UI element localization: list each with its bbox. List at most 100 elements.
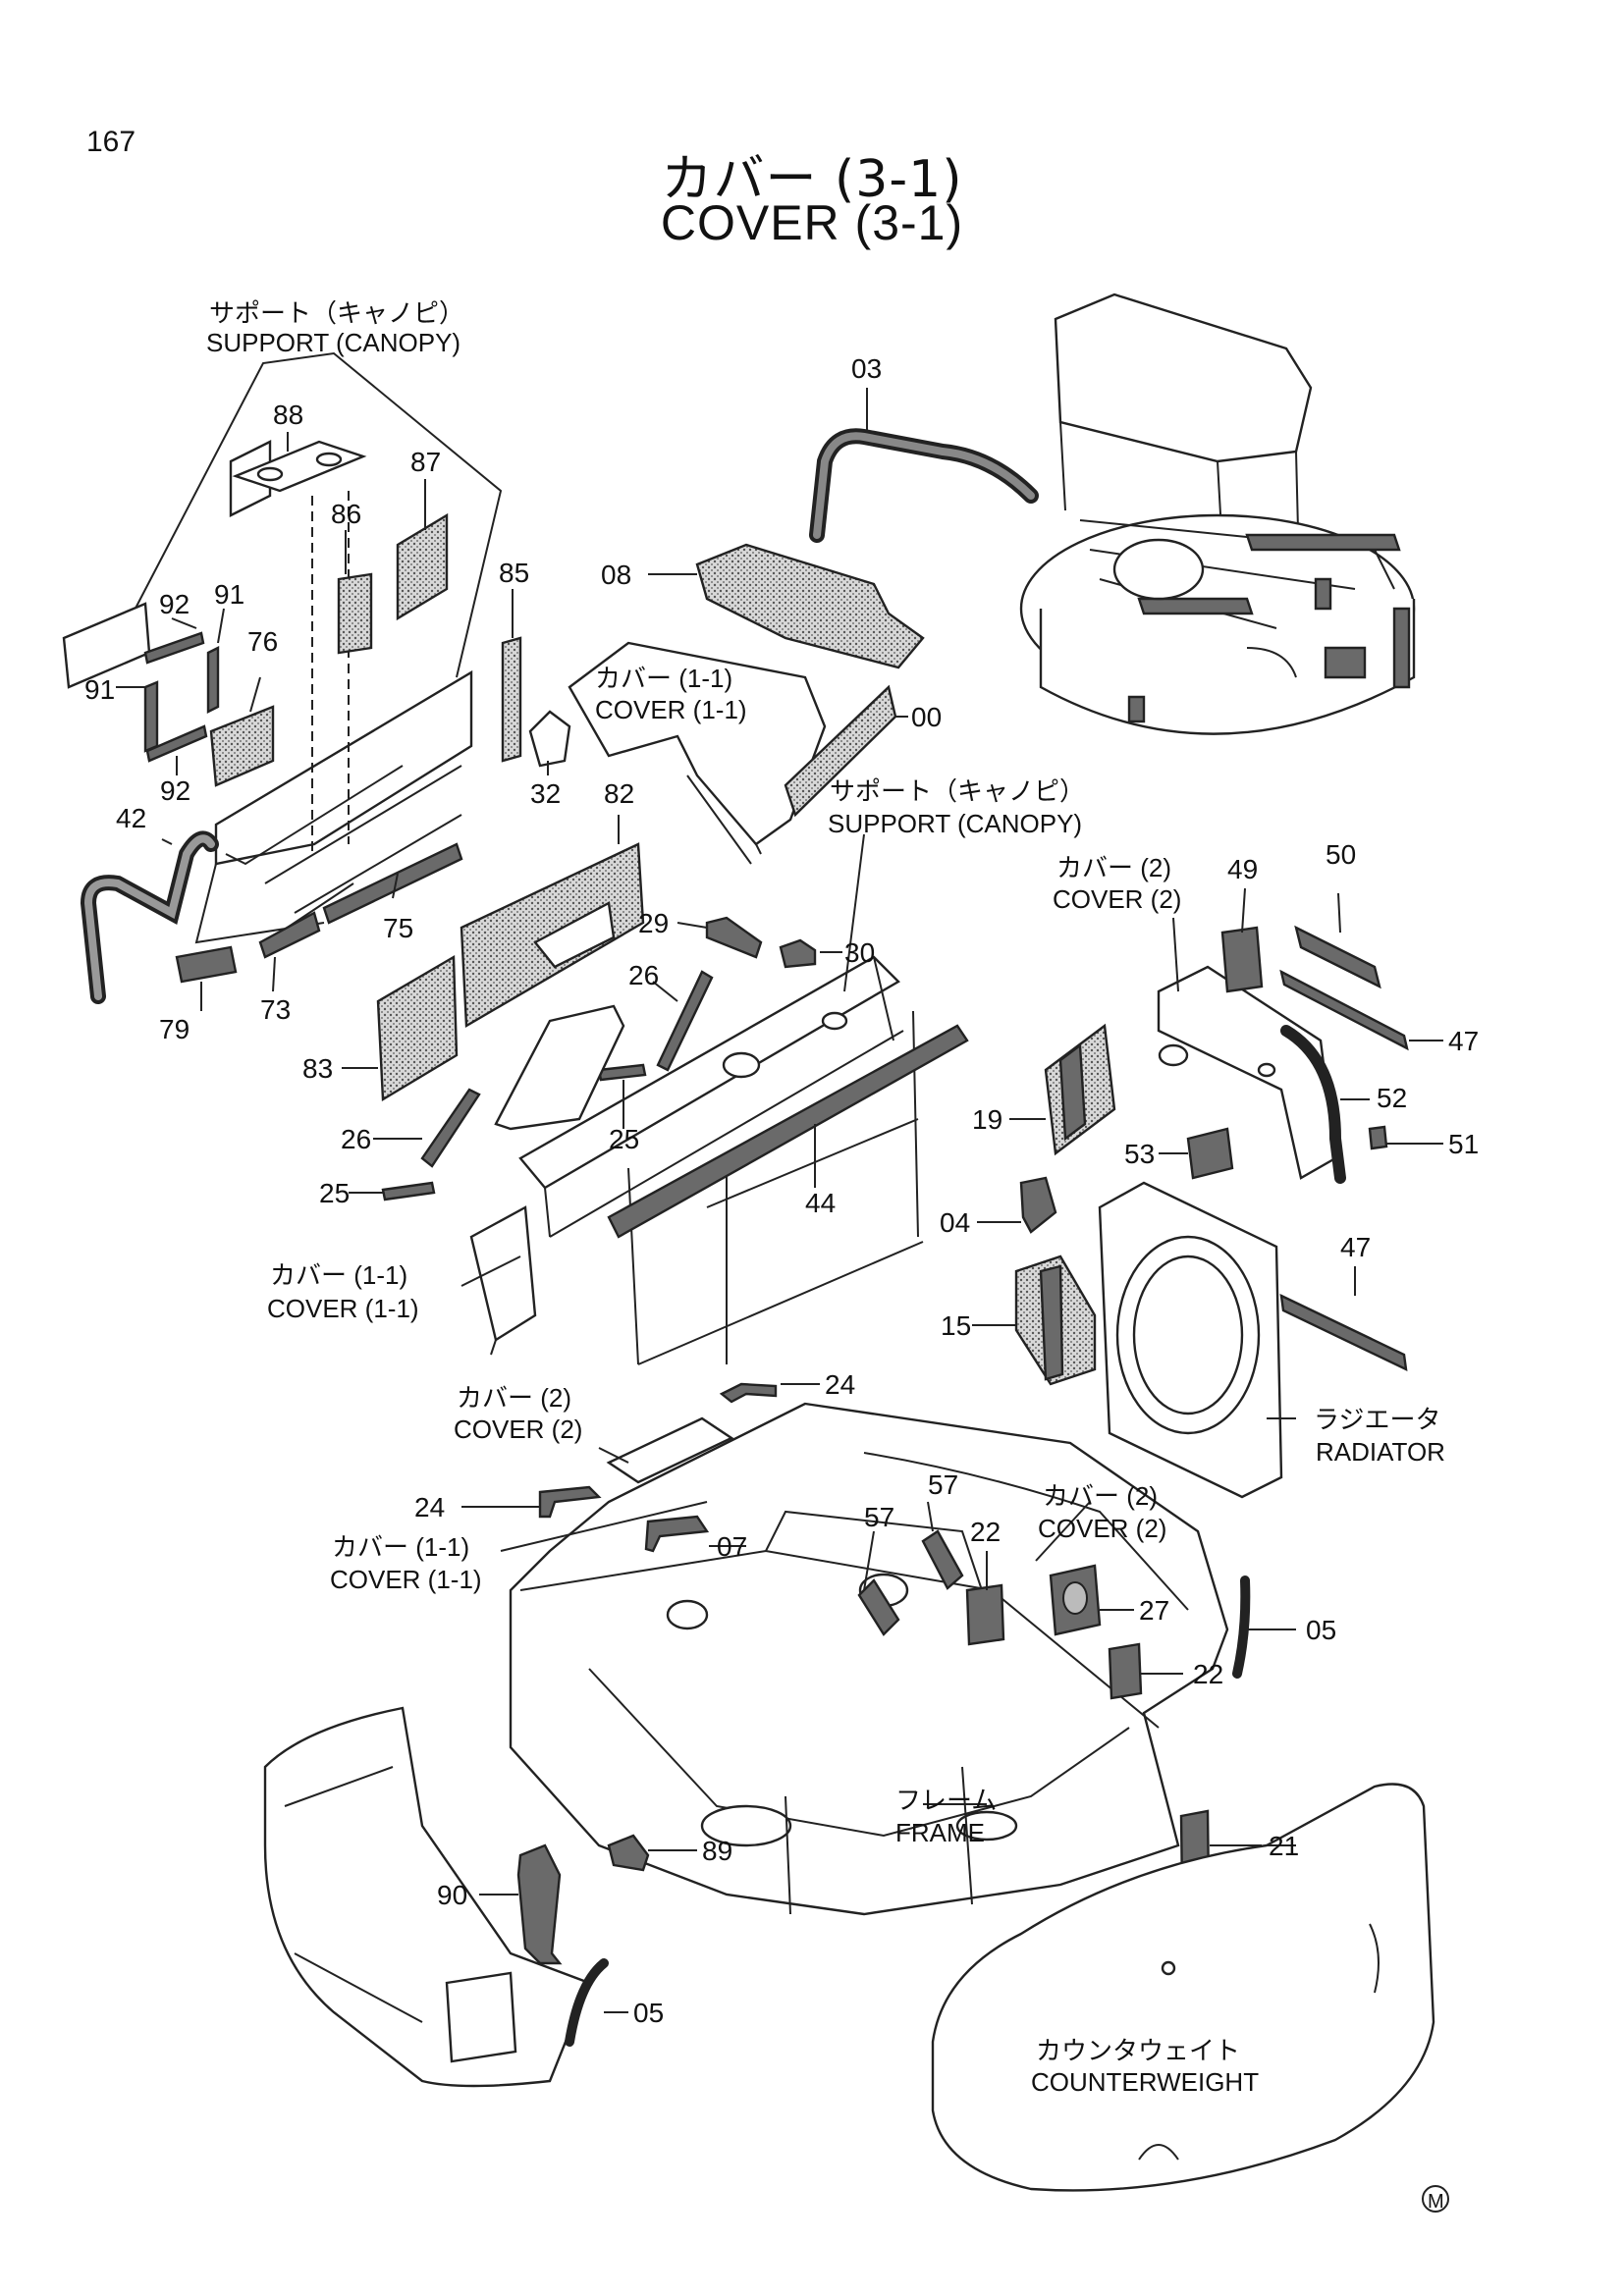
part-number-75: 75: [383, 913, 413, 943]
part-91-92-seal-frame: [62, 602, 220, 763]
part-number-25-b: 25: [319, 1178, 350, 1208]
callout-radiator-en: RADIATOR: [1316, 1437, 1445, 1467]
part-19-block: [1044, 1023, 1116, 1156]
part-51-block: [1368, 1125, 1388, 1150]
part-number-24-b: 24: [414, 1492, 445, 1522]
part-number-47-b: 47: [1340, 1232, 1371, 1262]
part-number-26-b: 26: [341, 1124, 371, 1154]
part-25-strip-upper: [597, 1063, 647, 1082]
part-number-05-a: 05: [1306, 1615, 1336, 1645]
part-47-strip-lower: [1279, 1293, 1408, 1372]
callout-support-canopy-a-jp: サポート（キャノピ）: [209, 298, 464, 328]
callout-frame-jp: フレーム: [895, 1786, 997, 1815]
part-number-92-b: 92: [160, 775, 190, 806]
page-number: 167: [86, 126, 136, 158]
callout-cover-2-a-en: COVER (2): [1053, 884, 1181, 914]
part-number-21: 21: [1269, 1831, 1299, 1861]
part-27-block: [1049, 1564, 1102, 1636]
part-08-mat: [695, 543, 925, 669]
callout-cover-2-b-en: COVER (2): [454, 1415, 582, 1444]
part-number-76: 76: [247, 626, 278, 657]
part-number-50: 50: [1326, 839, 1356, 870]
part-85-bar: [501, 636, 522, 763]
part-82-panel: [460, 842, 645, 1029]
part-42-hose-core: [83, 834, 215, 1000]
part-29-block: [705, 916, 763, 959]
callout-cover-2-b-jp: カバー (2): [457, 1383, 571, 1413]
part-number-25-a: 25: [609, 1124, 639, 1154]
part-number-30: 30: [844, 937, 875, 968]
part-number-42: 42: [116, 803, 146, 833]
part-30-block: [779, 938, 817, 969]
callout-cover-2-c-jp: カバー (2): [1043, 1481, 1158, 1511]
callout-cover-1-1-c-jp: カバー (1-1): [332, 1532, 469, 1562]
callout-counterweight-en: COUNTERWEIGHT: [1031, 2067, 1259, 2097]
part-24-clip-lower: [538, 1485, 602, 1519]
part-79-block: [175, 945, 238, 984]
part-number-15: 15: [941, 1310, 971, 1341]
part-number-07: 07: [717, 1531, 747, 1562]
part-number-88: 88: [273, 400, 303, 430]
part-52-seal: [1280, 1025, 1346, 1184]
callout-frame-en: FRAME: [895, 1818, 985, 1847]
part-22-block-b: [1108, 1642, 1143, 1700]
part-49-block: [1220, 926, 1264, 993]
part-22-block-a: [965, 1583, 1005, 1646]
support-canopy-left-group: [127, 351, 503, 944]
part-15-block: [1014, 1255, 1097, 1386]
callout-support-canopy-b-en: SUPPORT (CANOPY): [828, 809, 1082, 838]
part-number-27: 27: [1139, 1595, 1169, 1626]
part-47-strip-upper: [1279, 969, 1409, 1051]
callout-counterweight-jp: カウンタウェイト: [1036, 2036, 1240, 2065]
mark-letter: M: [1428, 2191, 1444, 2213]
part-number-83: 83: [302, 1053, 333, 1084]
part-07-clip: [644, 1515, 710, 1553]
cover-1-1-panel-upper: [568, 641, 827, 865]
part-26-strip-lower: [420, 1088, 481, 1168]
part-number-03: 03: [851, 353, 882, 384]
part-number-53: 53: [1124, 1139, 1155, 1169]
callout-cover-1-1-a-jp: カバー (1-1): [595, 664, 732, 693]
callout-cover-1-1-a-en: COVER (1-1): [595, 695, 747, 724]
part-24-clip-upper: [719, 1382, 778, 1404]
part-number-44: 44: [805, 1188, 836, 1218]
part-number-05-b: 05: [633, 1998, 664, 2028]
part-number-91-a: 91: [214, 579, 244, 610]
part-number-85: 85: [499, 558, 529, 588]
cover-2-plate-center: [606, 1416, 734, 1484]
part-number-91-b: 91: [84, 674, 115, 705]
part-73-block: [258, 911, 321, 959]
part-number-24-a: 24: [825, 1369, 855, 1400]
part-number-49: 49: [1227, 854, 1258, 884]
part-32-cap: [528, 710, 571, 768]
part-number-32: 32: [530, 778, 561, 809]
part-04-block: [1019, 1176, 1057, 1234]
part-number-26-a: 26: [628, 960, 659, 990]
part-number-52: 52: [1377, 1083, 1407, 1113]
title-japanese: カバー (3-1): [661, 150, 963, 209]
callout-cover-1-1-c-en: COVER (1-1): [330, 1565, 482, 1594]
part-number-29: 29: [638, 908, 669, 938]
callout-cover-1-1-b-en: COVER (1-1): [267, 1294, 419, 1323]
callout-cover-2-a-jp: カバー (2): [1056, 853, 1171, 882]
part-83-panel: [376, 954, 459, 1102]
part-number-89: 89: [702, 1836, 732, 1866]
part-76-pad: [209, 705, 275, 787]
part-number-73: 73: [260, 994, 291, 1025]
title-english: COVER (3-1): [660, 195, 964, 250]
part-number-51: 51: [1448, 1129, 1479, 1159]
cover-1-1-flap: [494, 1004, 625, 1131]
part-86-pad: [337, 572, 373, 655]
support-canopy-center-frame: [460, 955, 969, 1365]
part-50-block: [1294, 925, 1381, 989]
radiator-drawing: [1098, 1181, 1283, 1499]
part-number-87: 87: [410, 447, 441, 477]
part-number-92-a: 92: [159, 589, 189, 619]
part-87-pad: [396, 512, 449, 621]
part-57-block-a: [857, 1578, 900, 1636]
part-number-57-b: 57: [864, 1502, 894, 1532]
part-number-86: 86: [331, 499, 361, 529]
callout-support-canopy-b-jp: サポート（キャノピ）: [830, 776, 1085, 806]
part-number-04: 04: [940, 1207, 970, 1238]
